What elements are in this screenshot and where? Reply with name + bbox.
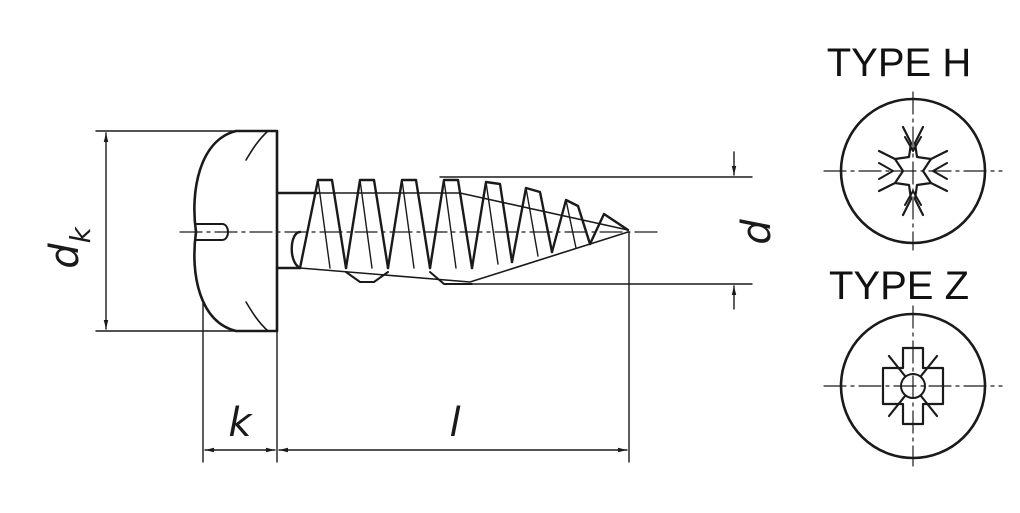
screw-thread	[298, 178, 630, 285]
dimension-dk	[95, 130, 278, 332]
pozidriv-cross-icon	[823, 305, 1003, 467]
screw-shank	[275, 191, 320, 270]
l-label: l	[449, 400, 460, 446]
type-z-label: TYPE Z	[829, 264, 969, 308]
dimension-k-l	[202, 231, 630, 463]
d-label: d	[734, 219, 780, 245]
dk-label: dk	[42, 225, 97, 268]
phillips-cross-icon	[823, 91, 1003, 251]
type-h-label: TYPE H	[827, 41, 971, 85]
screw-head	[193, 129, 279, 333]
dimension-d	[439, 151, 753, 310]
k-label: k	[228, 400, 253, 446]
